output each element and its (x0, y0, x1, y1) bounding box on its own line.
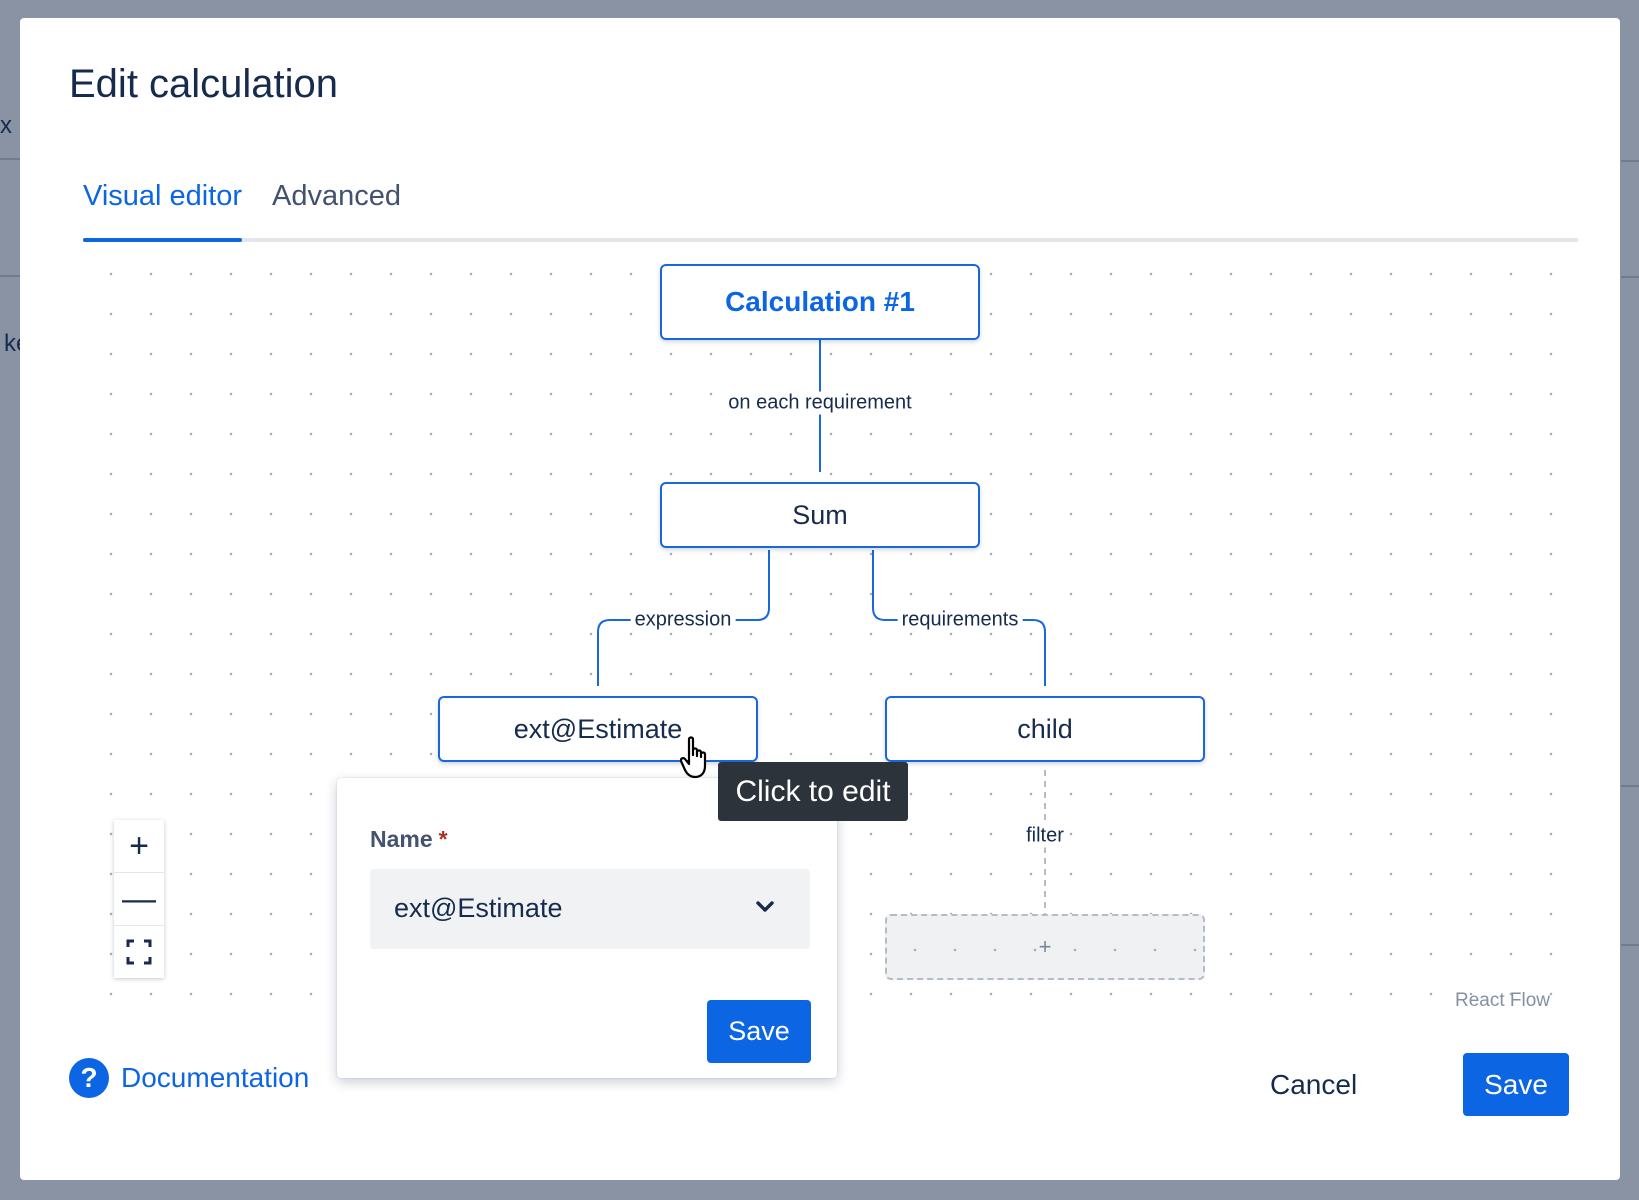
background-divider (1621, 160, 1639, 162)
documentation-label: Documentation (121, 1062, 310, 1093)
chevron-down-icon (756, 901, 774, 912)
click-to-edit-tooltip: Click to edit (718, 762, 908, 821)
tab-advanced[interactable]: Advanced (272, 180, 401, 212)
background-divider (1621, 276, 1639, 278)
edge-label-on-each-requirement: on each requirement (724, 391, 916, 415)
popup-save-button[interactable]: Save (707, 1000, 811, 1063)
cancel-button[interactable]: Cancel (1250, 1053, 1377, 1116)
help-circle-icon: ? (69, 1058, 109, 1098)
modal-title: Edit calculation (69, 62, 339, 106)
flow-controls: + — (114, 820, 164, 978)
background-divider (0, 275, 22, 277)
node-child[interactable]: child (885, 696, 1205, 762)
node-edit-popup: Name* ext@Estimate Save (337, 778, 837, 1078)
name-label-text: Name (370, 826, 433, 852)
name-field-label: Name* (370, 826, 448, 853)
background-text-fragment: x (0, 112, 12, 139)
name-select[interactable]: ext@Estimate (370, 869, 810, 949)
edge-label-requirements: requirements (897, 608, 1023, 632)
edge-label-expression: expression (630, 608, 736, 632)
documentation-link[interactable]: ? Documentation (69, 1058, 309, 1098)
node-sum[interactable]: Sum (660, 482, 980, 548)
save-button[interactable]: Save (1463, 1053, 1569, 1116)
node-calculation-root[interactable]: Calculation #1 (660, 264, 980, 340)
fit-view-icon (126, 939, 152, 965)
edit-calculation-modal: Edit calculation Visual editor Advanced … (20, 18, 1620, 1180)
hand-pointer-cursor-icon (680, 736, 707, 779)
zoom-out-button[interactable]: — (114, 873, 164, 926)
required-indicator: * (438, 826, 448, 852)
node-add-filter[interactable]: + (885, 914, 1205, 980)
edge-label-filter: filter (1022, 824, 1068, 848)
tab-bar: Visual editor Advanced (83, 166, 1578, 242)
fit-view-button[interactable] (114, 926, 164, 978)
react-flow-attribution[interactable]: React Flow (1455, 990, 1551, 1011)
background-divider (0, 158, 22, 160)
tab-visual-editor[interactable]: Visual editor (83, 180, 243, 242)
zoom-in-button[interactable]: + (114, 820, 164, 873)
node-ext-estimate[interactable]: ext@Estimate (438, 696, 758, 762)
background-divider (1621, 944, 1639, 946)
background-divider (1621, 785, 1639, 787)
name-select-value: ext@Estimate (394, 893, 563, 923)
